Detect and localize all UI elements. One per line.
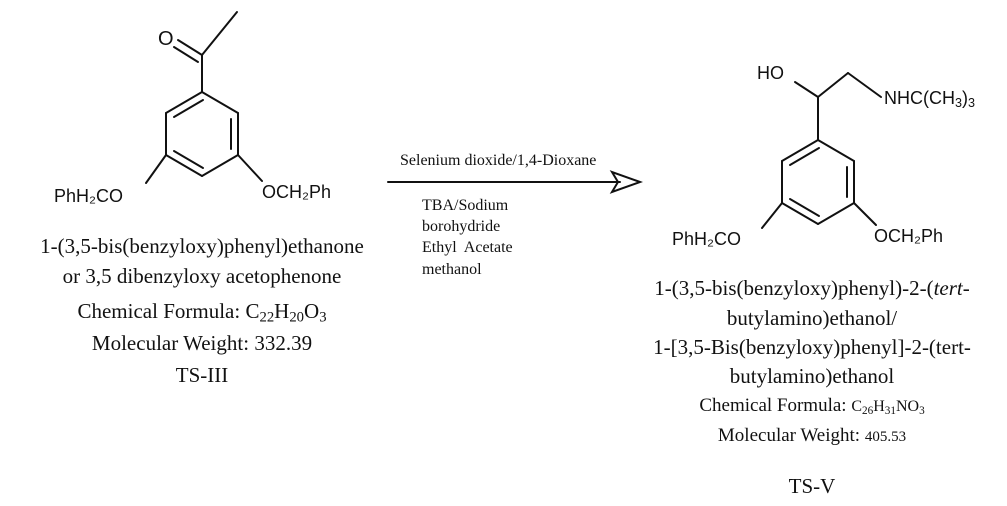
ring-bond <box>165 91 203 114</box>
reactant-mw-value: 332.39 <box>254 331 313 355</box>
bond-ring-to-right-oxygen <box>853 202 877 226</box>
reactant-right-substituent: OCH₂Ph <box>262 182 332 202</box>
condition-below-2: borohydride <box>422 218 501 235</box>
bond-ring-to-left-oxygen <box>145 154 167 184</box>
product-hydroxyl: HO <box>757 63 784 83</box>
product-molecular-weight: Molecular Weight: 405.53 <box>717 425 907 446</box>
reactant-molecular-weight: Molecular Weight: 332.39 <box>91 331 313 355</box>
product-mw-value: 405.53 <box>864 429 907 445</box>
ring-bond <box>165 154 203 177</box>
condition-below-3: Ethyl Acetate <box>422 239 513 256</box>
reactant-left-substituent: PhH₂CO <box>54 186 124 206</box>
ring-bond <box>781 202 819 225</box>
ring-bond <box>817 202 855 225</box>
reactant-code: TS-III <box>175 363 229 387</box>
product-name-line3: 1-[3,5-Bis(benzyloxy)phenyl]-2-(tert- <box>653 335 971 359</box>
product-code: TS-V <box>788 474 836 498</box>
bond-ring-to-left-oxygen <box>761 202 783 229</box>
ring-bond <box>817 139 855 162</box>
bond-carbonyl-double-2 <box>173 46 199 63</box>
product-name-line2: butylamino)ethanol/ <box>726 306 898 330</box>
condition-below-4: methanol <box>422 261 482 278</box>
bond-carbinol-to-hydroxyl <box>794 81 819 98</box>
ring-double-bond <box>173 99 204 118</box>
ring-bond <box>201 91 239 114</box>
ring-double-bond <box>789 147 820 166</box>
ring-bond <box>781 139 819 162</box>
condition-above-arrow: Selenium dioxide/1,4-Dioxane <box>400 152 597 169</box>
ring-double-bond <box>789 198 820 217</box>
bond-ring-to-right-oxygen <box>237 154 263 182</box>
product-formula-label: Chemical Formula: <box>699 395 852 416</box>
bond-carbonyl-to-methyl <box>201 11 238 56</box>
reactant-name-line1: 1-(3,5-bis(benzyloxy)phenyl)ethanone <box>40 234 364 258</box>
ring-bond <box>201 154 239 177</box>
product-name-line4: butylamino)ethanol <box>729 364 895 388</box>
product-left-substituent: PhH₂CO <box>672 229 742 249</box>
product-right-substituent: OCH₂Ph <box>874 226 944 246</box>
bond-ch2-to-nitrogen <box>847 72 882 98</box>
ring-double-bond <box>173 150 204 169</box>
bond-carbinol-to-ch2 <box>817 72 849 98</box>
reactant-carbonyl-oxygen: O <box>158 28 174 50</box>
reactant-name-line2: or 3,5 dibenzyloxy acetophenone <box>62 264 342 288</box>
bond-carbonyl-double-1 <box>177 39 203 56</box>
condition-below-1: TBA/Sodium <box>422 197 509 214</box>
product-name-line1: 1-(3,5-bis(benzyloxy)phenyl)-2-(tert- <box>654 276 970 300</box>
reactant-formula: Chemical Formula: C22H20O3 <box>77 299 327 326</box>
product-amine-group: NHC(CH3)3 <box>884 88 976 111</box>
product-formula: Chemical Formula: C26H31NO3 <box>699 395 925 417</box>
reactant-formula-label: Chemical Formula: <box>77 299 246 323</box>
